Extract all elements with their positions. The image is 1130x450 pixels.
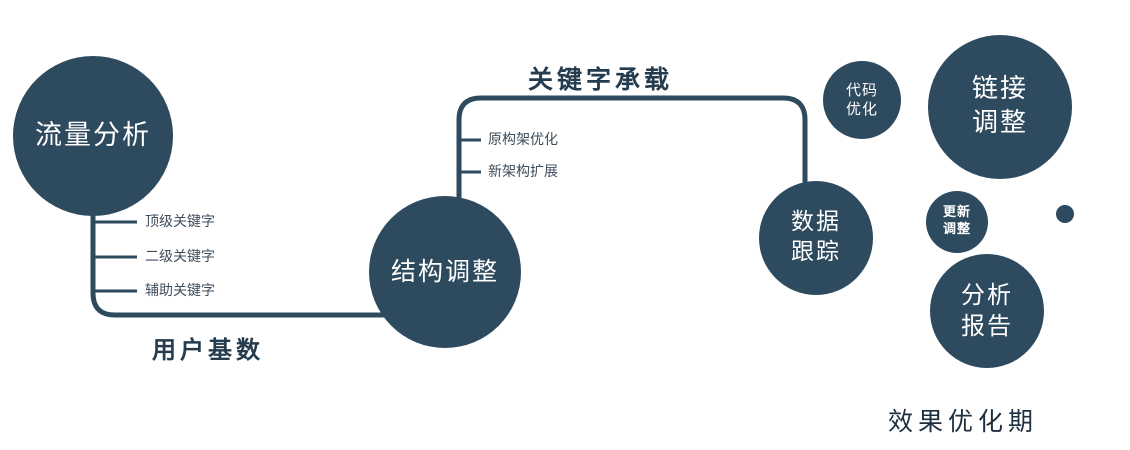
branch-label-aux-keywords: 辅助关键字 [145, 283, 215, 299]
edge-label-keyword-bearing: 关键字承载 [528, 65, 674, 94]
node-traffic-analysis: 流量分析 [13, 56, 173, 216]
branch-label-second-keywords: 二级关键字 [145, 249, 215, 265]
branch-label-arch-optimization: 原构架优化 [488, 132, 558, 148]
node-code-optimization-line1: 代码 [845, 80, 878, 99]
node-update-adjustment-line1: 更新 [942, 205, 971, 221]
node-structure-adjustment-label: 结构调整 [390, 256, 499, 286]
node-traffic-analysis-label: 流量分析 [35, 120, 151, 152]
node-link-adjustment-line1: 链接 [971, 74, 1028, 105]
branch-label-top-keywords: 顶级关键字 [145, 214, 215, 230]
node-update-adjustment-line2: 调整 [942, 222, 971, 237]
connector-traffic-to-structure [90, 205, 398, 318]
node-data-tracking-line2: 跟踪 [791, 239, 841, 265]
footer-label-effect-optimization-period: 效果优化期 [888, 407, 1039, 436]
node-data-tracking-line1: 数据 [791, 209, 841, 236]
node-link-adjustment-line2: 调整 [971, 108, 1028, 138]
node-data-tracking: 数据 跟踪 [759, 181, 873, 295]
bullet-dot-marker [1056, 205, 1074, 223]
edge-label-user-base: 用户基数 [152, 336, 264, 364]
node-update-adjustment: 更新 调整 [926, 191, 988, 253]
node-analysis-report-line1: 分析 [961, 280, 1013, 309]
node-structure-adjustment: 结构调整 [369, 196, 521, 348]
node-analysis-report-line2: 报告 [961, 312, 1013, 340]
node-link-adjustment: 链接 调整 [928, 35, 1072, 179]
node-analysis-report: 分析 报告 [930, 254, 1044, 368]
branch-label-arch-expansion: 新架构扩展 [488, 164, 558, 180]
connector-structure-to-tracking [456, 95, 808, 220]
node-code-optimization: 代码 优化 [823, 61, 901, 139]
node-code-optimization-line2: 优化 [845, 100, 878, 118]
